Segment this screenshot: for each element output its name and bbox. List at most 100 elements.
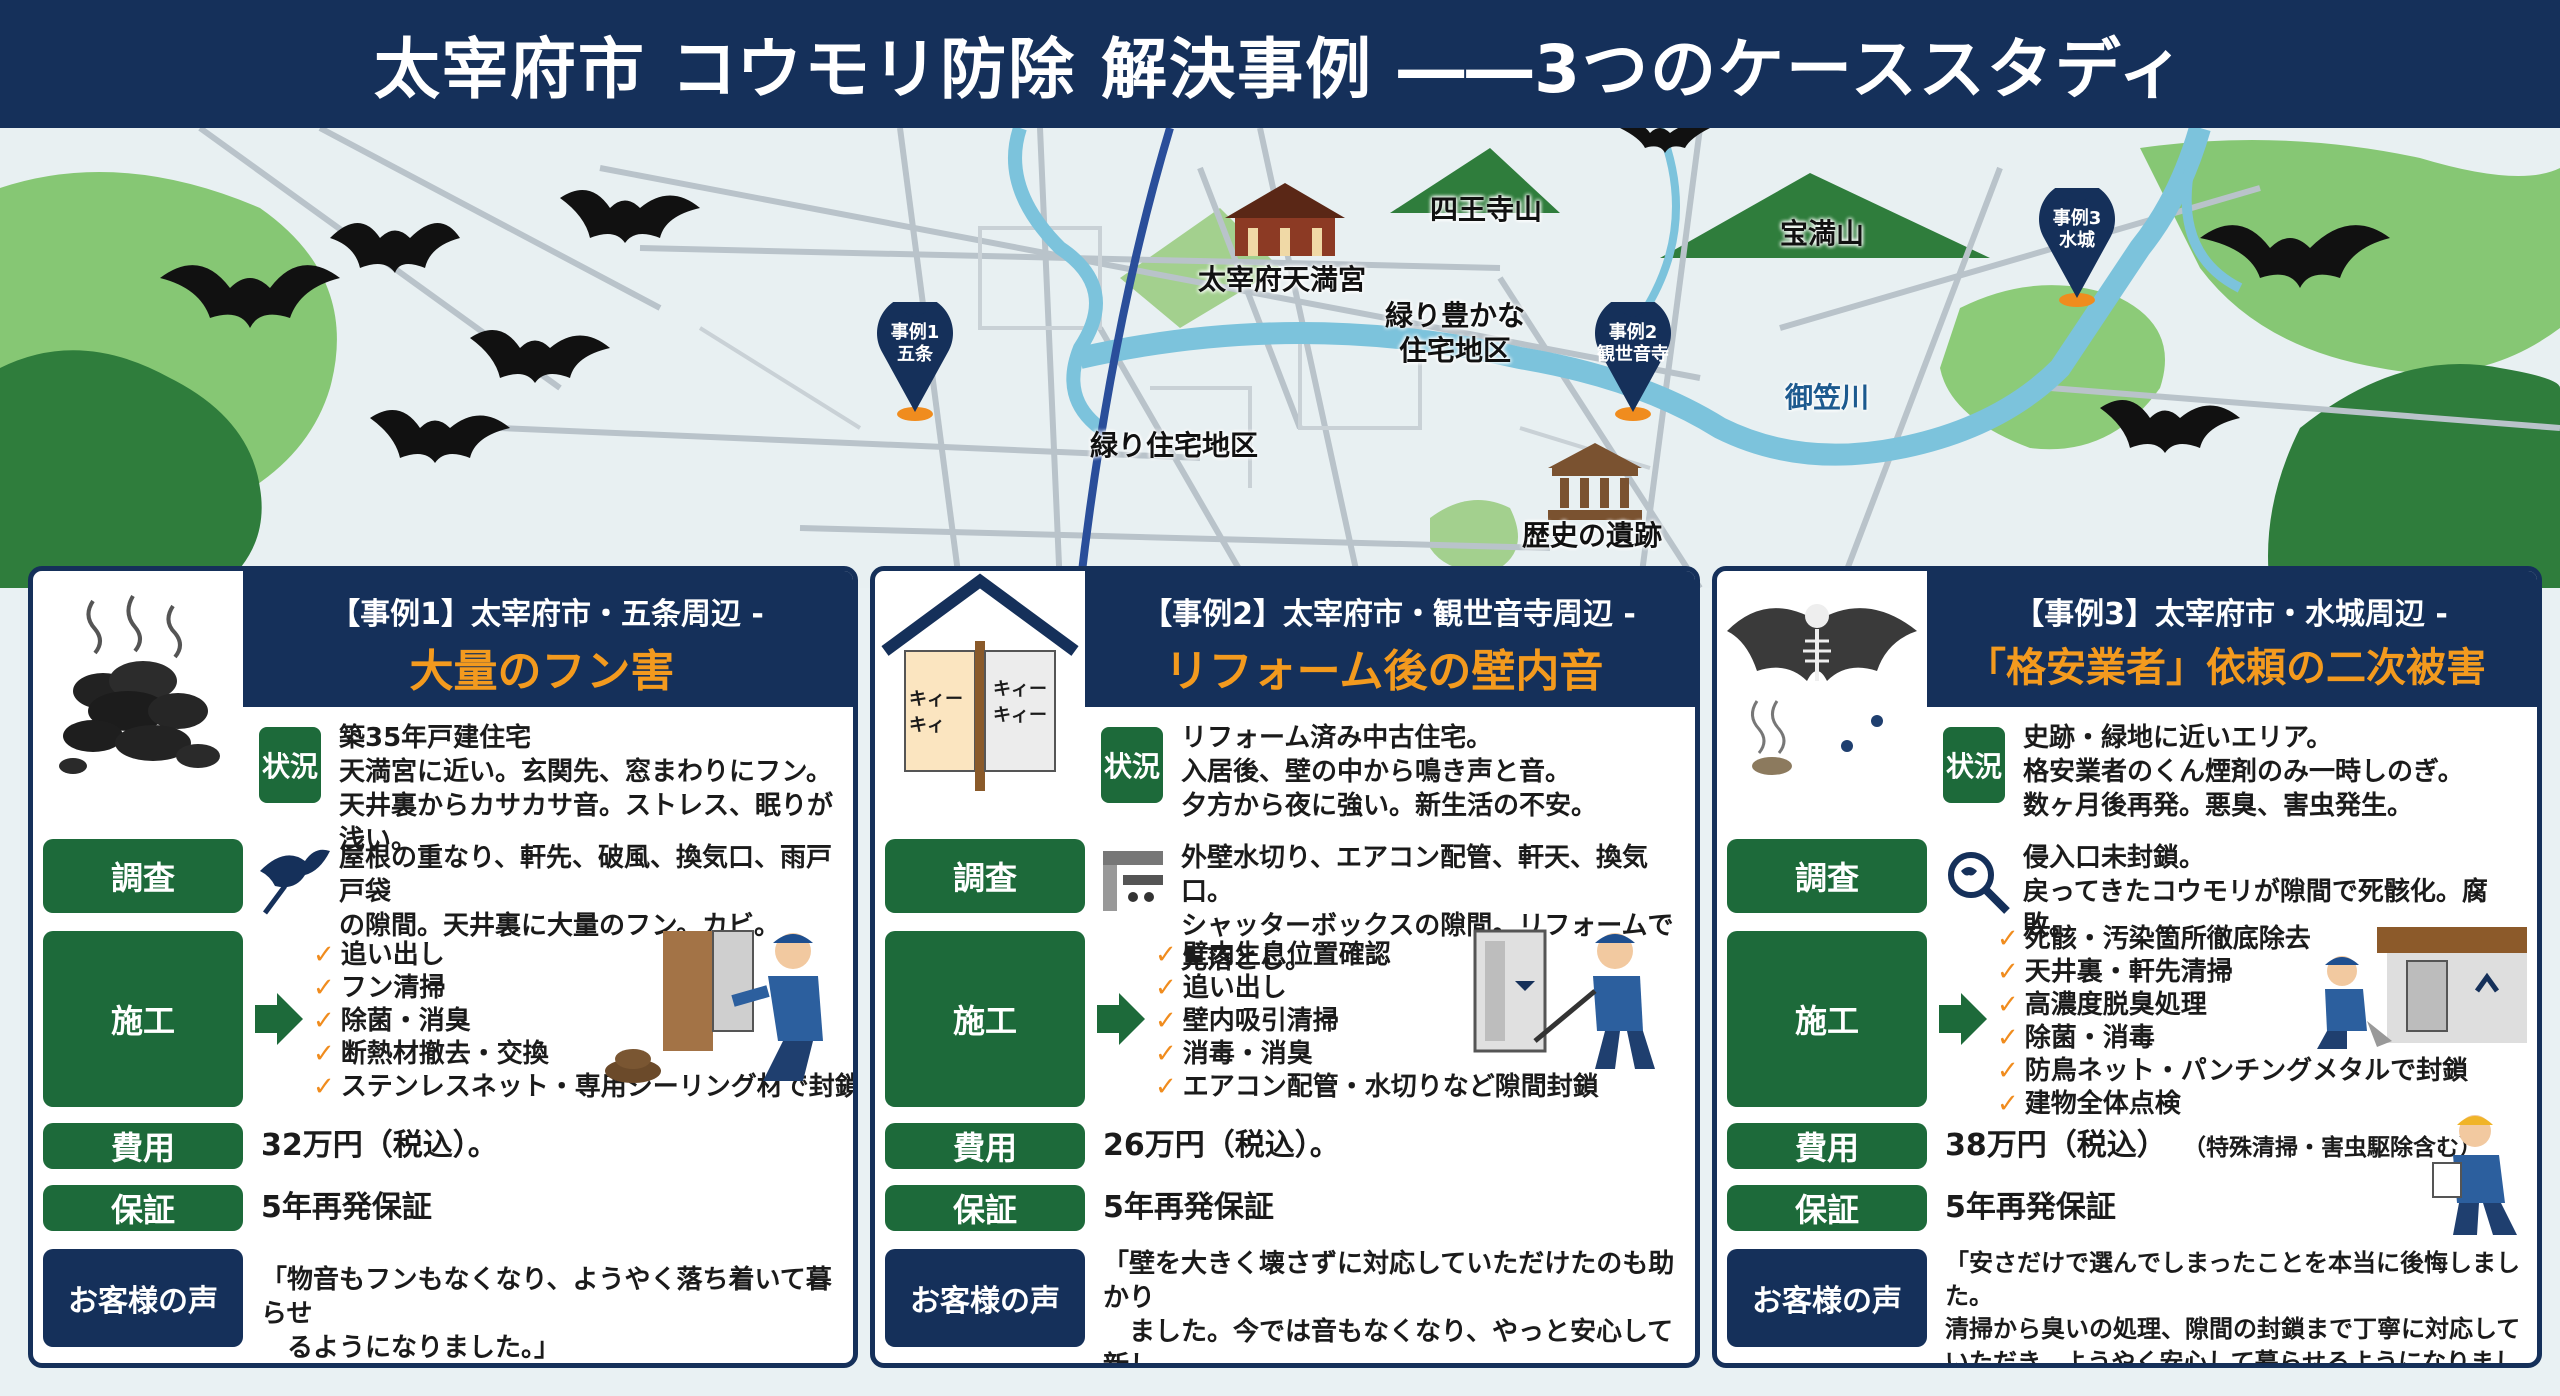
case-card-1-work-item: ✓フン清掃 (313, 973, 446, 1003)
case-card-3-cost-label: 費用 (1727, 1123, 1927, 1169)
case-card-2-work-list: ✓壁内生息位置確認 ✓追い出し ✓壁内吸引清掃 ✓消毒・消臭 ✓エアコン配管・水… (1155, 939, 1599, 1104)
shrine-icon (1225, 183, 1345, 256)
case-card-3-survey-text: 侵入口未封鎖。 戻ってきたコウモリが隙間で死骸化。腐敗。 (2023, 843, 2488, 941)
map-label-tenmangu: 太宰府天満宮 (1198, 263, 1367, 296)
case-card-3-work-arrow-icon (1961, 993, 1987, 1045)
case-card-3: 【事例3】太宰府市・水城周辺 - 「格安業者」依頼の二次被害 状況 史跡・緑地に… (1712, 566, 2542, 1368)
case-card-1-warranty-label: 保証 (43, 1185, 243, 1231)
case-card-3-work-item: ✓建物全体点検 (1997, 1089, 2181, 1119)
case-card-2-work-arrow-icon (1119, 993, 1145, 1045)
worker-decontamination-icon (2317, 927, 2527, 1049)
case-card-2-work-item: ✓追い出し (1155, 973, 1287, 1003)
case-card-2-work-item: ✓壁内吸引清掃 (1155, 1006, 1339, 1036)
worker-inspection-icon (2432, 1115, 2517, 1235)
worker-cleaning-icon (605, 930, 823, 1083)
case-card-3-voice-text: 「安さだけで選んでしまったことを本当に後悔しました。 清掃から臭いの処理、隙間の… (1945, 1249, 2521, 1368)
case-card-2-wall-text-left: キィー キィ (909, 689, 963, 736)
case-card-3-title: 「格安業者」依頼の二次被害 (1966, 645, 2486, 691)
case-card-2-status-text: リフォーム済み中古住宅。 入居後、壁の中から鳴き声と音。 夕方から夜に強い。新生… (1181, 723, 1598, 821)
case-card-2: キィー キィ キィー キィー 【事例2】太宰府市・観世音寺周辺 - リフォーム後… (870, 566, 1700, 1368)
case-card-3-cost-text: 38万円（税込） (1945, 1128, 2167, 1163)
case-card-1-work-label: 施工 (43, 931, 243, 1107)
case-card-2-survey-label: 調査 (885, 839, 1085, 913)
case-card-3-subtitle: 【事例3】太宰府市・水城周辺 - (2014, 597, 2448, 632)
case-card-1-work-arrow-icon (277, 993, 303, 1045)
case-card-1-work-list: ✓追い出し ✓フン清掃 ✓除菌・消臭 ✓断熱材撤去・交換 ✓ステンレスネット・専… (313, 939, 853, 1104)
case-card-1-work-item: ✓断熱材撤去・交換 (313, 1039, 549, 1069)
case-card-3-work-item: ✓高濃度脱臭処理 (1997, 990, 2207, 1020)
case-card-2-work-item: ✓壁内生息位置確認 (1155, 940, 1391, 970)
case-card-2-work-item: ✓消毒・消臭 (1155, 1039, 1313, 1069)
case-card-2-voice-label: お客様の声 (885, 1249, 1085, 1347)
case-card-3-work-list: ✓死骸・汚染箇所徹底除去 ✓天井裏・軒先清掃 ✓高濃度脱臭処理 ✓除菌・消毒 ✓… (1997, 923, 2468, 1121)
case-card-3-work-label: 施工 (1727, 931, 1927, 1107)
map-pin-case3[interactable]: 事例3 水城 (2034, 188, 2120, 308)
case-card-1-title: 大量のフン害 (409, 646, 675, 697)
case-card-1-work-item: ✓除菌・消臭 (313, 1006, 471, 1036)
map-label-shioji-mountain: 四王寺山 (1430, 193, 1543, 226)
map-label-historic-ruins: 歴史の遺跡 (1522, 519, 1663, 552)
case-card-1-subtitle: 【事例1】太宰府市・五条周辺 - (330, 597, 764, 632)
case-card-3-status-text: 史跡・緑地に近いエリア。 格安業者のくん煙剤のみ一時しのぎ。 数ヶ月後再発。悪臭… (2023, 723, 2464, 821)
case-card-2-warranty-text: 5年再発保証 (1103, 1190, 1274, 1225)
case-card-1-warranty-text: 5年再発保証 (261, 1190, 432, 1225)
map-pin-case2[interactable]: 事例2 観世音寺 (1590, 302, 1676, 422)
bat-icon (260, 849, 330, 915)
case-card-1-cost-text: 32万円（税込）。 (261, 1128, 498, 1163)
case-card-3-warranty-label: 保証 (1727, 1185, 1927, 1231)
case-card-3-work-item: ✓除菌・消毒 (1997, 1023, 2155, 1053)
case-card-3-cost-note: （特殊清掃・害虫駆除含む） (2183, 1135, 2482, 1161)
map-pin-case3-label: 事例3 水城 (2052, 208, 2102, 251)
case-card-3-survey-label: 調査 (1727, 839, 1927, 913)
area-map: 四王寺山 宝満山 太宰府天満宮 緑り豊かな 住宅地区 緑り住宅地区 御笠川 歴史… (0, 128, 2560, 588)
map-label-green-residential: 緑り豊かな 住宅地区 (1385, 299, 1526, 367)
page-header: 太宰府市 コウモリ防除 解決事例 ――3つのケーススタディ (0, 0, 2560, 128)
case-card-3-work-item: ✓天井裏・軒先清掃 (1997, 957, 2233, 987)
bat-skeleton-icon (1727, 604, 1917, 775)
case-card-1-survey-label: 調査 (43, 839, 243, 913)
case-card-1-cost-label: 費用 (43, 1123, 243, 1169)
case-card-2-subtitle: 【事例2】太宰府市・観世音寺周辺 - (1142, 597, 1636, 632)
worker-vacuum-icon (1473, 929, 1655, 1069)
case-card-2-status-badge: 状況 (1101, 727, 1163, 803)
case-card-1-illustration (33, 571, 243, 791)
map-label-midori-residential: 緑り住宅地区 (1090, 429, 1259, 462)
case-card-1-work-item: ✓追い出し (313, 940, 445, 970)
map-pin-case1-label: 事例1 五条 (890, 322, 940, 365)
case-card-2-warranty-label: 保証 (885, 1185, 1085, 1231)
case-card-2-work-label: 施工 (885, 931, 1085, 1107)
wall-gap-icon (1103, 851, 1163, 911)
case-card-2-survey-text: 外壁水切り、エアコン配管、軒天、換気口。 シャッターボックスの隙間。リフォームで… (1181, 843, 1674, 975)
case-card-3-work-item: ✓防鳥ネット・パンチングメタルで封鎖 (1997, 1056, 2469, 1086)
case-card-2-wall-text-right: キィー キィー (993, 679, 1047, 726)
case-card-3-warranty-text: 5年再発保証 (1945, 1190, 2116, 1225)
map-background (0, 128, 2560, 588)
page-title: 太宰府市 コウモリ防除 解決事例 ――3つのケーススタディ (373, 31, 2187, 108)
ruins-icon (1548, 443, 1642, 520)
map-pin-case1[interactable]: 事例1 五条 (872, 302, 958, 422)
magnifier-icon (1948, 852, 2010, 914)
case-card-2-title: リフォーム後の壁内音 (1164, 646, 1604, 697)
case-card-1-voice-text: 「物音もフンもなくなり、ようやく落ち着いて暮らせ るようになりました。」 (261, 1265, 832, 1363)
case-card-1-work-arrow-stem (255, 1005, 277, 1033)
case-card-2-work-arrow-stem (1097, 1005, 1119, 1033)
map-pin-case2-label: 事例2 観世音寺 (1597, 322, 1669, 365)
case-card-1-status-text: 築35年戸建住宅 天満宮に近い。玄関先、窓まわりにフン。 天井裏からカサカサ音。… (339, 723, 834, 855)
case-card-2-cost-text: 26万円（税込）。 (1103, 1128, 1340, 1163)
house-wall-icon (881, 573, 1079, 791)
map-label-homan-mountain: 宝満山 (1780, 217, 1865, 250)
map-label-mikasa-river: 御笠川 (1785, 381, 1870, 414)
case-card-3-work-item: ✓死骸・汚染箇所徹底除去 (1997, 924, 2311, 954)
bat-icon-group (160, 128, 2390, 463)
case-card-1: 【事例1】太宰府市・五条周辺 - 大量のフン害 状況 築35年戸建住宅 天満宮に… (28, 566, 858, 1368)
case-card-2-work-item: ✓エアコン配管・水切りなど隙間封鎖 (1155, 1072, 1599, 1102)
case-card-2-cost-label: 費用 (885, 1123, 1085, 1169)
case-card-2-illustration: キィー キィ キィー キィー (875, 571, 1085, 791)
case-card-3-illustration (1717, 571, 1927, 791)
case-card-1-status-badge: 状況 (259, 727, 321, 803)
case-card-3-status-badge: 状況 (1943, 727, 2005, 803)
case-card-3-work-arrow-stem (1939, 1005, 1961, 1033)
case-card-3-voice-label: お客様の声 (1727, 1249, 1927, 1347)
case-card-2-voice-text: 「壁を大きく壊さずに対応していただけたのも助かり ました。今では音もなくなり、や… (1103, 1249, 1675, 1368)
case-card-1-voice-label: お客様の声 (43, 1249, 243, 1347)
